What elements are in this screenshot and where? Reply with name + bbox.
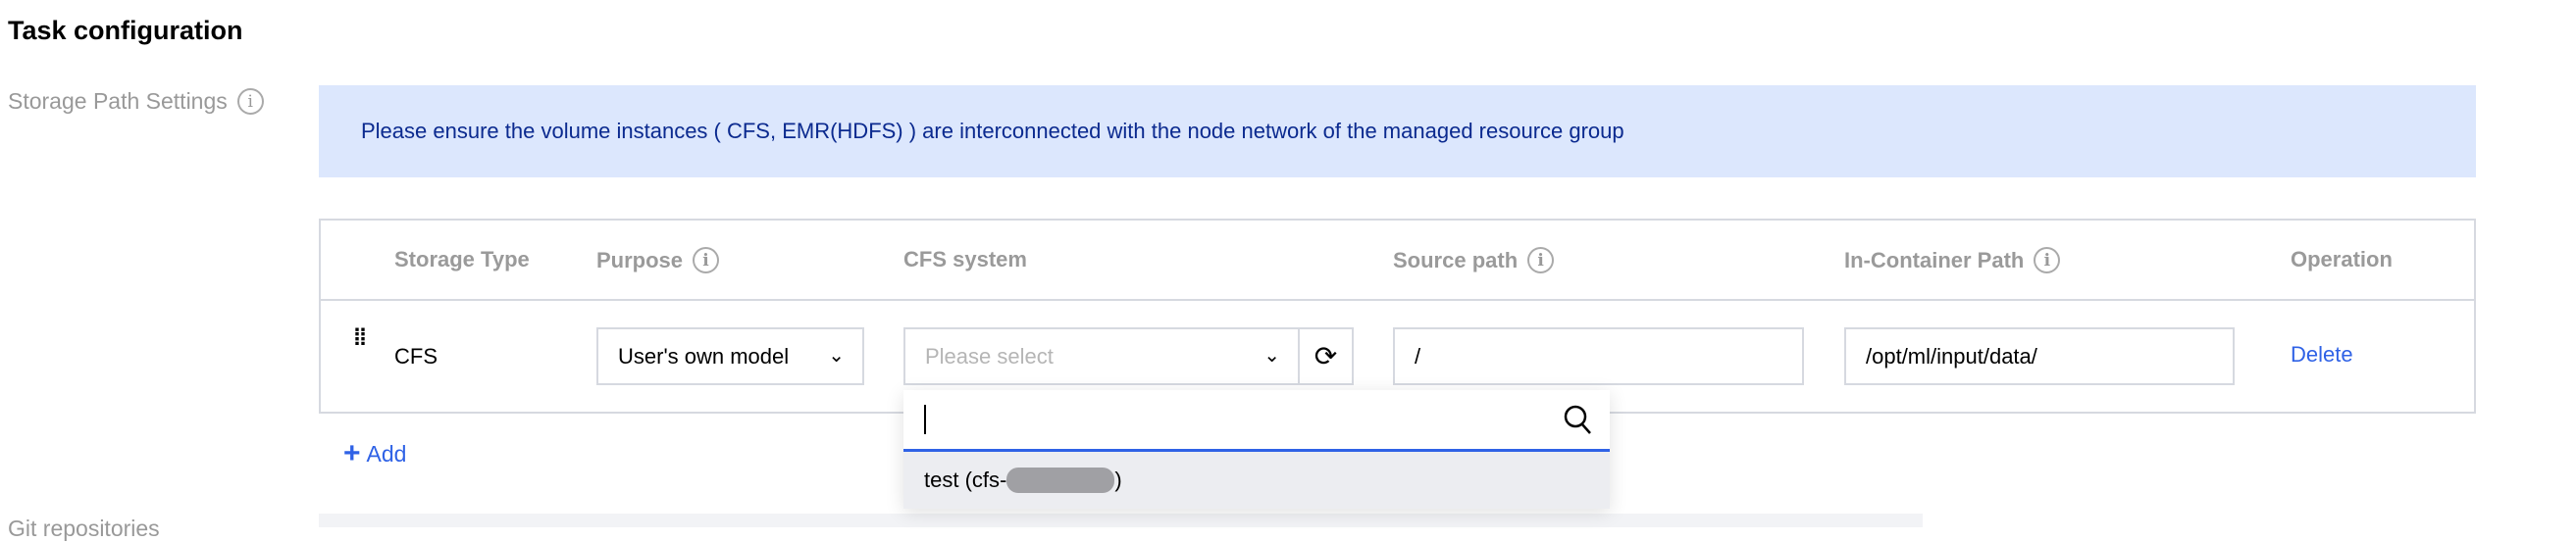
- dropdown-option[interactable]: test (cfs-): [903, 452, 1610, 509]
- header-source-path: Source path i: [1393, 247, 1555, 273]
- chevron-down-icon: ⌄: [1263, 345, 1280, 367]
- storage-table: Storage Type Purpose i CFS system Source …: [319, 219, 2476, 414]
- header-operation: Operation: [2291, 247, 2393, 271]
- redacted-id: [1006, 468, 1115, 493]
- drag-handle-icon[interactable]: ⁞⁞: [353, 324, 367, 351]
- plus-icon: +: [343, 437, 361, 469]
- source-path-input[interactable]: /: [1393, 327, 1804, 385]
- header-container-path: In-Container Path i: [1844, 247, 2061, 273]
- git-repositories-field[interactable]: [319, 514, 1923, 527]
- header-container-path-text: In-Container Path: [1844, 247, 2025, 272]
- text-cursor: [924, 405, 926, 434]
- git-repositories-label: Git repositories: [8, 516, 160, 541]
- info-icon[interactable]: i: [1527, 247, 1555, 273]
- cfs-system-select[interactable]: Please select ⌄: [903, 327, 1300, 385]
- purpose-select[interactable]: User's own model ⌄: [596, 327, 864, 385]
- info-icon[interactable]: i: [2034, 247, 2061, 273]
- dropdown-search-input[interactable]: [903, 390, 1610, 452]
- cfs-placeholder: Please select: [925, 343, 1054, 369]
- storage-path-label-text: Storage Path Settings: [8, 88, 228, 114]
- section-title: Task configuration: [8, 16, 243, 45]
- info-banner: Please ensure the volume instances ( CFS…: [319, 85, 2476, 177]
- search-icon[interactable]: [1563, 404, 1594, 437]
- cfs-dropdown: test (cfs-): [903, 390, 1610, 509]
- delete-link[interactable]: Delete: [2291, 342, 2353, 367]
- purpose-value: User's own model: [618, 343, 790, 369]
- container-path-input[interactable]: /opt/ml/input/data/: [1844, 327, 2235, 385]
- storage-type-value: CFS: [394, 344, 438, 369]
- refresh-button[interactable]: ⟳: [1298, 327, 1354, 385]
- add-button[interactable]: +Add: [343, 437, 406, 470]
- table-header: Storage Type Purpose i CFS system Source …: [321, 221, 2474, 301]
- header-source-path-text: Source path: [1393, 247, 1519, 272]
- header-purpose-text: Purpose: [596, 247, 684, 272]
- container-path-value: /opt/ml/input/data/: [1866, 343, 2037, 369]
- info-icon[interactable]: i: [236, 88, 264, 115]
- header-storage-type: Storage Type: [394, 247, 530, 271]
- source-path-value: /: [1415, 343, 1421, 369]
- storage-path-label: Storage Path Settings i: [8, 88, 264, 115]
- option-suffix: ): [1114, 468, 1122, 492]
- header-cfs-system: CFS system: [903, 247, 1027, 271]
- add-label: Add: [366, 440, 407, 467]
- refresh-icon: ⟳: [1314, 341, 1338, 371]
- chevron-down-icon: ⌄: [828, 345, 845, 367]
- banner-text: Please ensure the volume instances ( CFS…: [361, 119, 1624, 143]
- option-label: test (cfs-: [924, 468, 1007, 492]
- header-purpose: Purpose i: [596, 247, 720, 273]
- info-icon[interactable]: i: [693, 247, 720, 273]
